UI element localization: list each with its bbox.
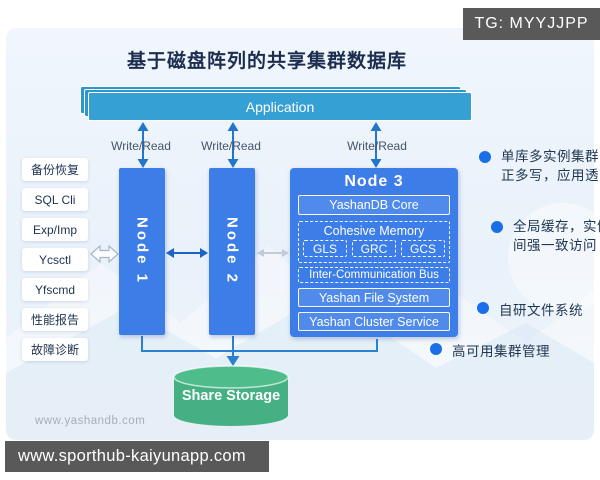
bullet-icon — [479, 151, 491, 163]
diagram-title: 基于磁盘阵列的共享集群数据库 — [126, 51, 407, 72]
gcs-box: GCS — [401, 240, 445, 257]
bullet-icon — [491, 221, 503, 233]
sidebar-item-fault-diagnosis: 故障诊断 — [22, 338, 88, 361]
sidebar-item-backup-restore: 备份恢复 — [22, 158, 88, 181]
write-read-label: Write/Read — [347, 139, 407, 153]
sidebar-item-yfscmd: Yfscmd — [22, 278, 88, 301]
bullet-icon — [477, 302, 489, 314]
node2-label: Node 2 — [223, 217, 241, 286]
sidebar-item-exp-imp: Exp/Imp — [22, 218, 88, 241]
grc-box: GRC — [352, 240, 396, 257]
annotation-global-cache: 全局缓存，实例间强一致访问 — [513, 219, 600, 253]
node3-title: Node 3 — [344, 173, 404, 190]
share-storage-label: Share Storage — [181, 388, 281, 404]
cohesive-memory-label: Cohesive Memory — [323, 224, 425, 238]
share-storage-cylinder — [173, 365, 289, 426]
node2-column: Node 2 — [209, 168, 255, 335]
footer-strip: www.sporthub-kaiyunapp.com — [0, 440, 600, 480]
sidebar-item-sql-cli: SQL Cli — [22, 188, 88, 211]
gls-box: GLS — [303, 240, 347, 257]
yashandb-core-box: YashanDB Core — [298, 195, 450, 215]
memory-services-row: GLS GRC GCS — [299, 240, 449, 257]
footer-url-link[interactable]: www.sporthub-kaiyunapp.com — [5, 441, 269, 472]
inter-communication-bus-box: Inter-Communication Bus — [298, 267, 450, 283]
annotation-multi-instance-cluster: 单库多实例集群，真正多写，应用透明 — [501, 149, 600, 183]
sidebar-item-performance-report: 性能报告 — [22, 308, 88, 331]
sidebar-item-ycsctl: Ycsctl — [22, 248, 88, 271]
write-read-label: Write/Read — [201, 139, 261, 153]
write-read-label: Write/Read — [111, 139, 171, 153]
application-bar: Application — [88, 92, 472, 121]
bullet-icon — [430, 343, 442, 355]
node1-label: Node 1 — [133, 217, 151, 286]
yashandb-watermark: www.yashandb.com — [35, 415, 146, 427]
node1-column: Node 1 — [119, 168, 165, 335]
tg-contact-badge[interactable]: TG: MYYJJPP — [463, 8, 600, 40]
node3-box: Node 3 YashanDB Core Cohesive Memory GLS… — [290, 168, 458, 337]
annotation-file-system: 自研文件系统 — [499, 303, 583, 318]
annotation-ha-cluster: 高可用集群管理 — [452, 344, 550, 359]
yashan-file-system-box: Yashan File System — [298, 288, 450, 307]
cohesive-memory-box: Cohesive Memory GLS GRC GCS — [298, 221, 450, 263]
yashan-cluster-service-box: Yashan Cluster Service — [298, 312, 450, 331]
